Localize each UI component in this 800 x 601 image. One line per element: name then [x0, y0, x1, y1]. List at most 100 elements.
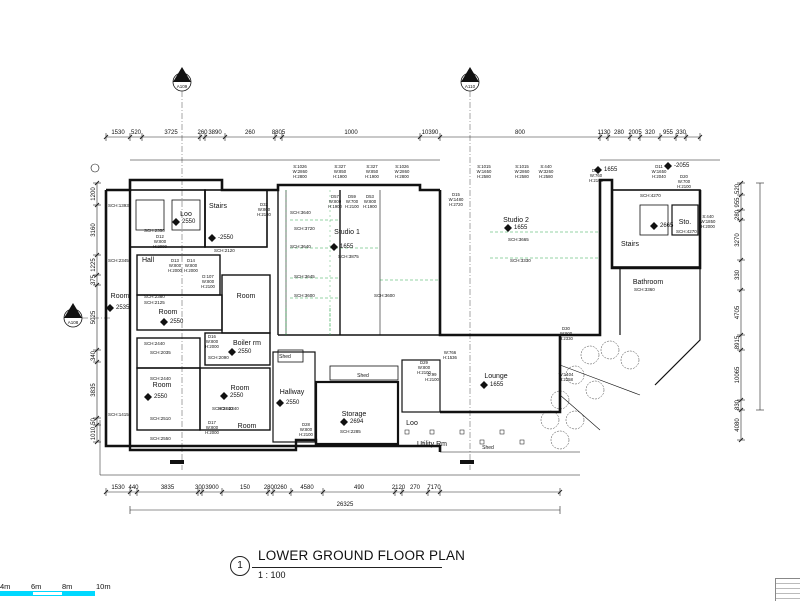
outer-wall: [438, 178, 702, 337]
dimension-value: 830: [735, 399, 741, 410]
door-window-tag: H:2000: [168, 268, 182, 273]
dimension-value: 2005: [628, 130, 642, 136]
dimension-value: 375: [91, 274, 97, 285]
level-value: 2550: [238, 349, 252, 355]
dimension-tick: [738, 192, 744, 198]
door-window-tag: D17: [208, 420, 216, 425]
dimension-value: 330: [676, 130, 687, 136]
dimension-tick: [103, 489, 109, 495]
scale-segment: [32, 591, 63, 596]
view-number: 1: [230, 556, 250, 576]
dimension-tick: [202, 134, 208, 140]
ceiling-height-note: SCH:3645: [294, 274, 315, 279]
dimension-tick: [738, 180, 744, 186]
drawing-scale: 1 : 100: [258, 570, 286, 580]
fixture: [519, 439, 525, 445]
level-marker: [172, 218, 180, 226]
level-marker: [504, 224, 512, 232]
dimension-tick: [103, 134, 109, 140]
dimension-value: 320: [645, 130, 656, 136]
dimension-value: 1200: [91, 187, 97, 201]
door-window-tag: S:1026: [395, 164, 409, 169]
door-window-tag: H:2580: [477, 174, 491, 179]
scale-label: 8m: [62, 582, 73, 591]
section-arrow: [64, 303, 82, 318]
ceiling-height-note: SCH:3720: [294, 226, 315, 231]
dimension-tick: [94, 347, 100, 353]
fixture: [404, 429, 410, 435]
door-window-tag: D16: [208, 334, 216, 339]
shrub: [550, 430, 570, 450]
ceiling-height-note: SCH:3600: [294, 293, 315, 298]
dimension-tick: [683, 134, 689, 140]
door-window-tag: H:2000: [153, 244, 167, 249]
dimension-tick: [288, 489, 294, 495]
door-window-tag: H:2000: [205, 344, 219, 349]
dimension-tick: [272, 134, 278, 140]
door-window-tag: W:1650: [652, 169, 667, 174]
door-window-tag: H:2800: [293, 174, 307, 179]
fixture: [499, 429, 505, 435]
room-label-storage: Storage: [342, 411, 367, 418]
bathroom-wall: [654, 268, 701, 386]
room-label-loo: Loo: [406, 420, 418, 427]
shrub: [565, 410, 585, 430]
room-label-boiler-room: Boiler rm: [233, 340, 261, 347]
shrub: [580, 345, 600, 365]
door-window-tag: S:440: [540, 164, 552, 169]
room-label-room: Room: [231, 385, 250, 392]
door-window-tag: W:900: [560, 331, 573, 336]
dimension-value: 1530: [111, 485, 125, 491]
dimension-tick: [279, 134, 285, 140]
door-window-tag: H:1900: [328, 204, 342, 209]
dimension-tick: [270, 489, 276, 495]
room-label-loo: Loo: [180, 211, 192, 218]
level-value: 2550: [286, 400, 300, 406]
door-window-tag: W:3260: [539, 169, 554, 174]
dimension-value: 4705: [735, 305, 741, 319]
dimension-value: 8805: [272, 130, 286, 136]
dimension-tick: [425, 489, 431, 495]
dimension-value: 955: [735, 197, 741, 208]
level-marker: [480, 381, 488, 389]
door-window-tag: W:800: [169, 263, 182, 268]
level-marker: [664, 162, 672, 170]
level-marker: [330, 243, 338, 251]
fixture: [429, 429, 435, 435]
door-window-tag: D57: [331, 194, 339, 199]
dimension-tick: [195, 489, 201, 495]
door-window-tag: H:2580: [539, 174, 553, 179]
door-window-tag: D32: [260, 202, 268, 207]
door-window-tag: W:800: [202, 279, 215, 284]
drawing-title: LOWER GROUND FLOOR PLAN: [258, 548, 466, 563]
level-value: 2535: [116, 305, 130, 311]
title-sheet-corner: [775, 578, 800, 601]
ceiling-height-note: SCH:2345: [108, 258, 129, 263]
dimension-tick: [738, 287, 744, 293]
room-label-stairs: Stairs: [621, 241, 639, 248]
dimension-tick: [94, 180, 100, 186]
dimension-tick: [94, 282, 100, 288]
door-window-tag: D15: [452, 192, 460, 197]
ceiling-height-note: SCH:2120: [214, 248, 235, 253]
dimension-value: 330: [735, 269, 741, 280]
dimension-value: 440: [128, 485, 139, 491]
ceiling-height-note: SCH:2440: [144, 341, 165, 346]
shrub: [565, 365, 585, 385]
wc-cubicle: [171, 199, 201, 231]
dimension-value: 1225: [91, 258, 97, 272]
dimension-tick: [605, 134, 611, 140]
shrub: [600, 340, 620, 360]
room-label-store: Sto.: [679, 219, 692, 226]
door-window-tag: W:800: [418, 365, 431, 370]
ceiling-height-note: SCH:2350: [144, 228, 165, 233]
overall-dimension-value: 26325: [337, 502, 354, 508]
door-window-tag: D28: [302, 422, 310, 427]
shrub: [540, 410, 560, 430]
level-value: 2550: [154, 394, 168, 400]
outer-wall: [106, 178, 440, 192]
door-window-tag: W:800: [185, 263, 198, 268]
ceiling-height-note: SCH:1415: [108, 412, 129, 417]
stair-flight: [639, 204, 669, 236]
door-window-tag: S:1015: [477, 164, 491, 169]
